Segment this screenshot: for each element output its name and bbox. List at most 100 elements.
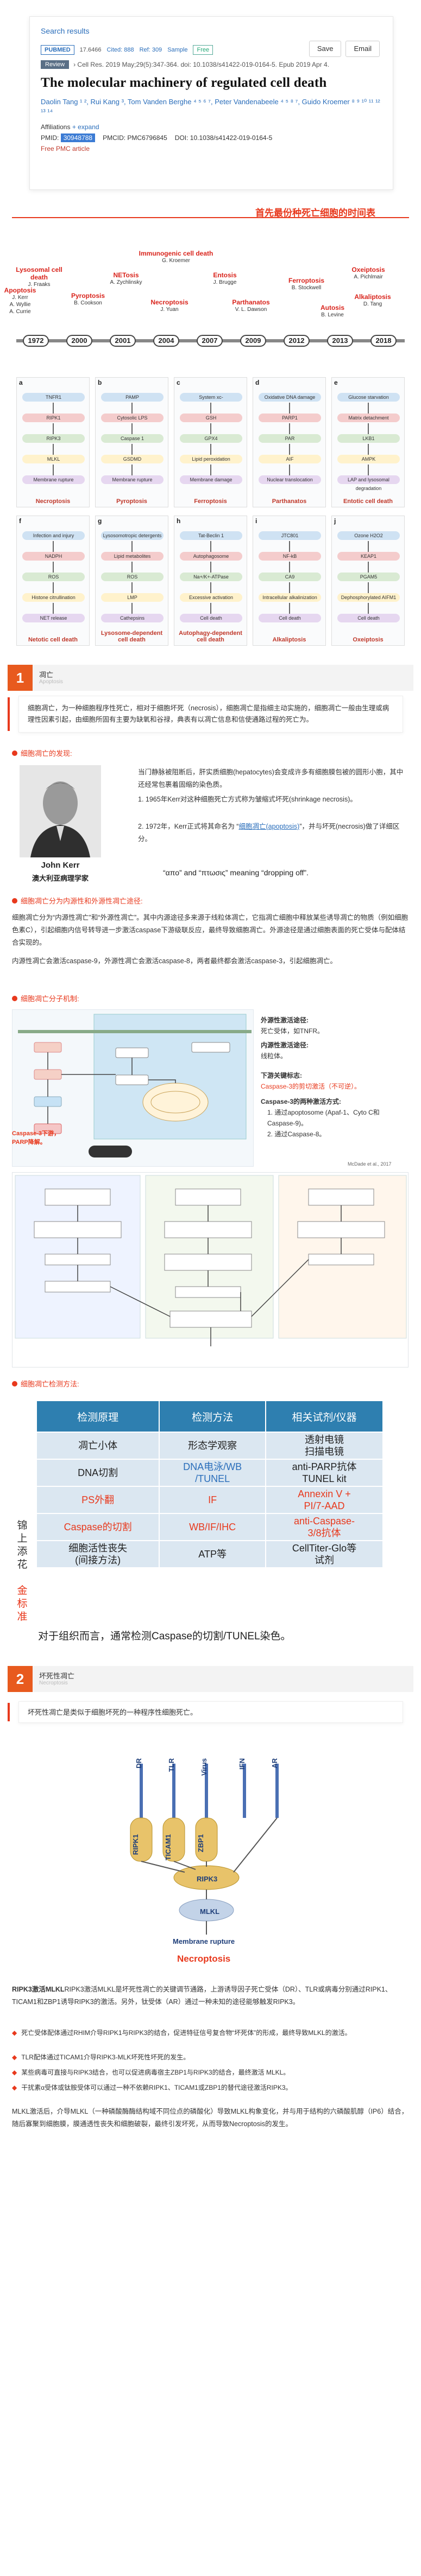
- pathway-node: GSH: [180, 414, 242, 422]
- pmid-label: PMID:: [41, 134, 59, 142]
- arrow-icon: [368, 403, 369, 414]
- table-header: 检测方法: [159, 1400, 267, 1433]
- authors[interactable]: Daolin Tang ¹ ², Rui Kang ³, Tom Vanden …: [41, 98, 380, 116]
- panel-title: Entotic cell death: [343, 498, 393, 505]
- pmid-value[interactable]: 30948788: [60, 133, 96, 142]
- discovery-heading-text: 细胞凋亡的发现:: [21, 749, 72, 758]
- event-name: Lysosomal cell death: [16, 266, 62, 281]
- arrow-icon: [210, 423, 211, 434]
- panel-title: Pyroptosis: [116, 498, 147, 505]
- email-button[interactable]: Email: [345, 41, 380, 57]
- list-item: ◆死亡受体配体通过RHIM介导RIPK1与RIPK3的结合，促进特征信号复合物“…: [12, 2027, 409, 2039]
- section-title: 坏死性凋亡: [39, 1672, 75, 1680]
- necroptosis-para-1: RIPK3激活MLKLRIPK3激活MLKL是坏死性凋亡的关键调节通路，上游诱导…: [12, 1986, 392, 2006]
- diagram-label: ZBP1: [197, 1834, 205, 1853]
- free-pmc-link[interactable]: Free PMC article: [41, 145, 90, 152]
- pathway-node: Caspase 1: [101, 434, 164, 443]
- panel-letter: d: [255, 379, 260, 386]
- pathway-node: Lipid peroxidation: [180, 455, 242, 463]
- tag-cited[interactable]: Cited: 888: [106, 47, 134, 53]
- diagram-label: Necroptosis: [177, 1954, 231, 1964]
- bullet-icon: ◆: [12, 2029, 17, 2037]
- table-row: PS外翻 IF Annexin V + PI/7-AAD: [35, 1486, 384, 1514]
- event-name: NETosis: [113, 271, 139, 279]
- event-who: A. Pichlmair: [354, 274, 383, 280]
- photo-name: John Kerr: [41, 861, 80, 870]
- arrow-icon: [53, 582, 54, 593]
- pathway-heading-text: 细胞凋亡分为内源性和外源性凋亡途径:: [21, 897, 143, 905]
- tag-ref[interactable]: Ref: 309: [139, 47, 162, 53]
- tag-free: Free: [193, 45, 213, 55]
- year-marker: 1972: [23, 335, 49, 347]
- apoptosis-link[interactable]: 细胞凋亡(apoptosis): [238, 823, 300, 830]
- event-name: Immunogenic cell death: [139, 250, 213, 257]
- quote-bar: [8, 1703, 10, 1721]
- molecule-heading: 细胞凋亡分子机制:: [12, 993, 79, 1003]
- panel-letter: g: [98, 517, 102, 525]
- bullet-icon: ◆: [12, 2069, 17, 2076]
- arrow-icon: [368, 423, 369, 434]
- panel-title: Parthanatos: [272, 498, 307, 505]
- panel-title: Netotic cell death: [28, 637, 78, 643]
- panel-title: Autophagy-dependent cell death: [179, 630, 242, 643]
- arrow-icon: [368, 541, 369, 552]
- timeline-rule: [12, 217, 409, 218]
- photo-caption: 澳大利亚病理学家: [32, 874, 89, 882]
- arrow-icon: [53, 541, 54, 552]
- table-cell: 凋亡小体: [35, 1432, 160, 1460]
- arrow-icon: [289, 562, 290, 573]
- save-button[interactable]: Save: [309, 41, 342, 57]
- pathway-node: Autophagosome: [180, 552, 242, 561]
- pathway-node: Cell death: [259, 614, 321, 622]
- arrow-icon: [131, 603, 133, 614]
- discovery-text: 当门静脉被阻断后，肝实质细胞(hepatocytes)会变成许多有细胞膜包被的圆…: [138, 768, 404, 788]
- doi[interactable]: DOI: 10.1038/s41422-019-0164-5: [174, 134, 273, 142]
- discovery-item-2-a: 1972年，Kerr正式将其命名为 “: [145, 823, 239, 830]
- pathway-node: PARP1: [259, 414, 321, 422]
- arrow-icon: [210, 603, 211, 614]
- diagram-label: RIPK3: [197, 1875, 218, 1883]
- timeline-heading: 首先最份种死亡细胞的时间表: [255, 208, 375, 218]
- arrow-icon: [289, 423, 290, 434]
- tag-pubmed[interactable]: PUBMED: [41, 45, 74, 55]
- event-who: J. Kerr A. Wyllie A. Currie: [9, 295, 31, 315]
- review-badge: Review: [41, 60, 70, 69]
- panel-letter: f: [19, 517, 21, 525]
- necroptosis-quote: 坏死性凋亡是类似于细胞坏死的一种程序性细胞死亡。: [18, 1701, 403, 1723]
- affiliations-label: Affiliations: [41, 123, 71, 131]
- arrow-icon: [289, 465, 290, 475]
- diagram-label: DR: [135, 1758, 143, 1769]
- event-name: Alkaliptosis: [354, 293, 391, 301]
- table-header-row: 检测原理 检测方法 相关试剂/仪器: [35, 1400, 384, 1433]
- necroptosis-para-2: MLKL激活后，介导MLKL（一种磷酸酶酶结构域不同位点的磷酸化）导致MLKL构…: [12, 2108, 409, 2128]
- pathway-notes: 外源性激活途径: 死亡受体，如TNFR。 内源性激活途径: 线粒体。 下游关键标…: [261, 1015, 407, 1140]
- discovery-item-2-b: ”，并与坏死(necrosis)做了详细区分。: [138, 823, 400, 843]
- diagram-label: TLR: [167, 1758, 175, 1772]
- pathway-node: LKB1: [337, 434, 400, 443]
- event-name: Entosis: [213, 271, 237, 279]
- table-cell: 细胞活性丧失 (间接方法): [35, 1540, 160, 1568]
- expand-link[interactable]: + expand: [72, 123, 99, 131]
- search-results-link[interactable]: Search results: [41, 27, 90, 35]
- intrinsic-text: 线粒体。: [261, 1052, 287, 1060]
- pathway-node: NF-kB: [259, 552, 321, 561]
- year-marker: 2007: [197, 335, 223, 347]
- list-item: ◆TLR配体通过TICAM1介导RIPK3-MLK坏死性坏死的发生。: [12, 2051, 409, 2063]
- pathway-node: AMPK: [337, 455, 400, 463]
- pathway-node: MLKL: [22, 455, 85, 463]
- event-who: A. Zychlinsky: [110, 279, 142, 285]
- year-marker: 2018: [370, 335, 397, 347]
- section-number: 2: [8, 1666, 33, 1692]
- panel-letter: j: [334, 517, 336, 525]
- bullet-text: 某些病毒可直接与RIPK3结合，也可以促进病毒宿主ZBP1与RIPK3的结合，最…: [21, 2069, 290, 2076]
- pathway-node: Cell death: [180, 614, 242, 622]
- event-name: Parthanatos: [232, 298, 270, 306]
- discovery-item-1-text: 1965年Kerr对这种细胞死亡方式称为皱缩式坏死(shrinkage necr…: [145, 796, 357, 803]
- tag-sample[interactable]: Sample: [167, 47, 188, 53]
